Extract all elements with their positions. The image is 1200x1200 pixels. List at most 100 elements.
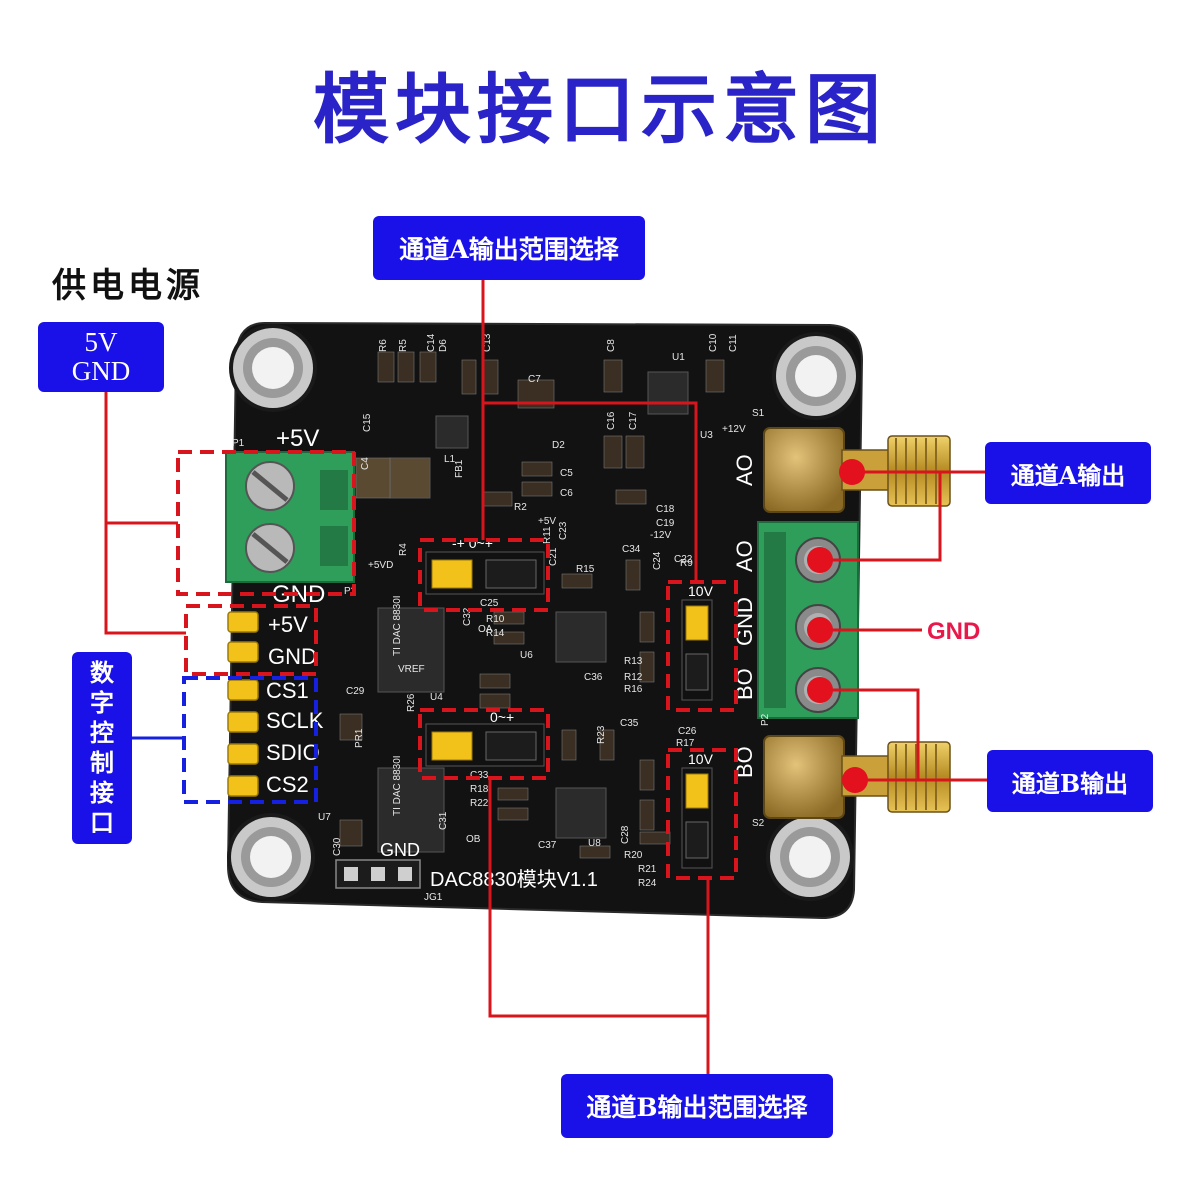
jumper-label: -+ 0~+ bbox=[452, 535, 493, 551]
svg-text:C35: C35 bbox=[620, 718, 639, 729]
channel-a-output-callout: 通道A输出 bbox=[985, 442, 1151, 504]
output-label: AO bbox=[732, 540, 757, 572]
svg-text:D6: D6 bbox=[438, 339, 449, 352]
svg-text:C7: C7 bbox=[528, 374, 541, 385]
page-title: 模块接口示意图 bbox=[313, 65, 887, 154]
mounting-hole bbox=[229, 324, 317, 412]
mounting-hole bbox=[766, 813, 854, 901]
channel-a-side-jumper-highlight bbox=[666, 580, 738, 712]
svg-text:R23: R23 bbox=[596, 725, 607, 744]
jumper-b-top bbox=[425, 723, 545, 767]
digital-interface-callout: 数 字 控 制 接 口 bbox=[72, 652, 132, 844]
svg-text:+5VD: +5VD bbox=[368, 560, 393, 571]
opamp-chips bbox=[389, 371, 689, 839]
svg-text:VREF: VREF bbox=[398, 664, 425, 675]
svg-text:C36: C36 bbox=[584, 672, 603, 683]
header-labels: +5V GND CS1 SCLK SDIO CS2 bbox=[266, 612, 324, 797]
svg-text:C4: C4 bbox=[360, 457, 371, 470]
terminal-label: +5V bbox=[276, 425, 319, 452]
svg-text:R5: R5 bbox=[398, 339, 409, 352]
header-label: +5V bbox=[268, 612, 308, 637]
digital-char: 接 bbox=[90, 778, 114, 807]
svg-text:C29: C29 bbox=[346, 686, 365, 697]
svg-text:R10: R10 bbox=[486, 614, 505, 625]
svg-text:C23: C23 bbox=[558, 521, 569, 540]
header-label: GND bbox=[268, 644, 317, 669]
svg-text:R11: R11 bbox=[542, 526, 553, 544]
svg-text:C25: C25 bbox=[480, 598, 499, 609]
channel-b-jumper-highlight bbox=[418, 708, 550, 780]
svg-text:PR1: PR1 bbox=[354, 728, 365, 748]
svg-text:R16: R16 bbox=[624, 684, 643, 695]
svg-text:U6: U6 bbox=[520, 650, 533, 661]
dac-chip-a: TI DAC 8830I bbox=[377, 595, 445, 693]
regulator-chip bbox=[647, 371, 689, 415]
output-label: AO bbox=[732, 454, 757, 486]
power-terminal-highlight bbox=[176, 450, 356, 596]
channel-b-range-callout: 通道B输出范围选择 bbox=[561, 1074, 833, 1138]
digital-char: 制 bbox=[90, 748, 114, 777]
mounting-hole bbox=[227, 813, 315, 901]
svg-text:C13: C13 bbox=[482, 333, 493, 352]
gnd-output-label: GND bbox=[927, 618, 981, 645]
svg-text:S2: S2 bbox=[752, 818, 765, 829]
smd-components bbox=[339, 351, 725, 859]
terminal-gnd-marker bbox=[807, 617, 833, 643]
svg-text:R21: R21 bbox=[638, 864, 657, 875]
svg-text:FB1: FB1 bbox=[454, 459, 465, 478]
svg-text:C19: C19 bbox=[656, 518, 675, 529]
svg-text:C26: C26 bbox=[678, 726, 697, 737]
output-b-marker bbox=[842, 767, 868, 793]
jumper-label: 0~+ bbox=[490, 709, 514, 725]
digital-char: 口 bbox=[90, 808, 114, 837]
red-dashed-boxes bbox=[176, 450, 738, 880]
opamp-chip bbox=[555, 611, 607, 663]
screw-icon bbox=[245, 461, 295, 511]
svg-text:+12V: +12V bbox=[722, 424, 746, 435]
svg-text:C5: C5 bbox=[560, 468, 573, 479]
svg-text:C10: C10 bbox=[708, 333, 719, 352]
power-pin-gnd: GND bbox=[71, 356, 131, 386]
power-pins-highlight bbox=[184, 604, 318, 676]
svg-text:C33: C33 bbox=[470, 770, 489, 781]
svg-text:C37: C37 bbox=[538, 840, 557, 851]
digital-interface-highlight bbox=[182, 676, 318, 804]
svg-text:C17: C17 bbox=[628, 411, 639, 430]
digital-char: 字 bbox=[90, 688, 114, 717]
svg-text:R2: R2 bbox=[514, 502, 527, 513]
jg1-header: GND bbox=[335, 840, 421, 889]
svg-text:C21: C21 bbox=[548, 547, 559, 566]
board-name-label: DAC8830模块V1.1 bbox=[430, 868, 598, 891]
svg-text:P3: P3 bbox=[344, 586, 357, 597]
dac-chip-b: TI DAC 8830I bbox=[377, 755, 445, 853]
svg-text:R13: R13 bbox=[624, 656, 643, 667]
pin-header bbox=[227, 611, 259, 797]
svg-text:R15: R15 bbox=[576, 564, 595, 575]
svg-text:R4: R4 bbox=[398, 543, 409, 556]
mounting-holes bbox=[227, 324, 860, 901]
power-terminal-block bbox=[225, 451, 355, 583]
svg-text:C22: C22 bbox=[674, 554, 693, 565]
jumper-a-side bbox=[681, 599, 713, 701]
svg-text:+5V: +5V bbox=[538, 516, 556, 527]
svg-text:C11: C11 bbox=[728, 334, 739, 352]
svg-text:C32: C32 bbox=[462, 607, 473, 626]
svg-text:TI DAC 8830I: TI DAC 8830I bbox=[392, 755, 403, 816]
channel-b-output-callout: 通道B输出 bbox=[987, 750, 1153, 812]
svg-text:JG1: JG1 bbox=[424, 892, 443, 903]
regulator-chip bbox=[435, 415, 469, 449]
power-heading: 供电电源 bbox=[52, 266, 204, 306]
svg-text:C30: C30 bbox=[332, 837, 343, 856]
svg-text:U3: U3 bbox=[700, 430, 713, 441]
svg-text:R12: R12 bbox=[624, 672, 643, 683]
header-label: CS1 bbox=[266, 678, 309, 703]
svg-text:C8: C8 bbox=[606, 339, 617, 352]
svg-text:L1: L1 bbox=[444, 454, 456, 465]
svg-text:R22: R22 bbox=[470, 798, 489, 809]
channel-a-range-callout: 通道A输出范围选择 bbox=[373, 216, 645, 280]
svg-text:U7: U7 bbox=[318, 812, 331, 823]
power-pins-callout: 5V GND bbox=[38, 322, 164, 392]
svg-text:D2: D2 bbox=[552, 440, 565, 451]
terminal-ao-marker bbox=[807, 547, 833, 573]
